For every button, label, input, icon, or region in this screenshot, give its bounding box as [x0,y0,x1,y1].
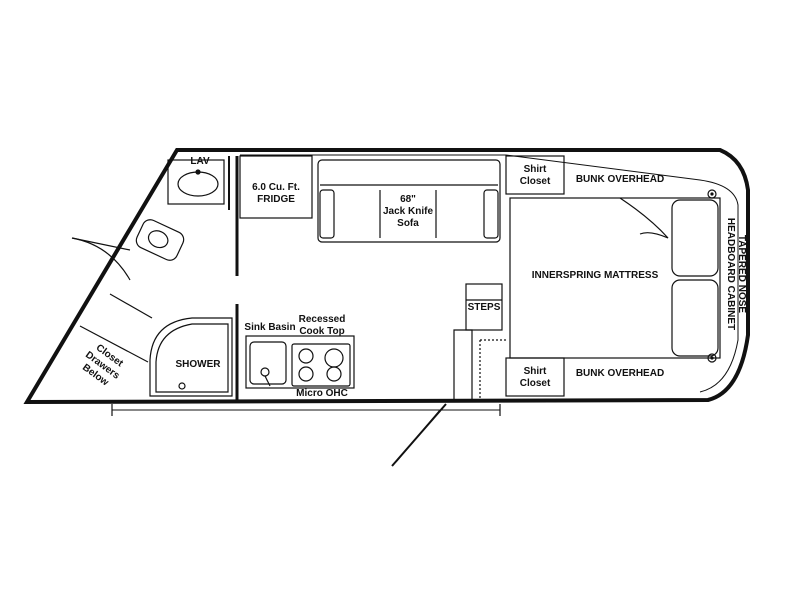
cook-top-label: Recessed Cook Top [298,314,346,337]
sofa-label: 68" Jack Knife Sofa [382,194,434,229]
sink-basin-label: Sink Basin [244,322,296,333]
shirt-closet-bottom-label: Shirt Closet [519,366,551,389]
mattress-label: INNERSPRING MATTRESS [531,270,659,281]
mattress-box [509,197,721,359]
shirt-closet-top-box [505,155,565,195]
shower-base [149,317,233,397]
shower-label: SHOWER [175,359,221,370]
steps-label: STEPS [467,302,501,313]
burner-icon [298,348,314,364]
lav-sink [177,171,219,197]
bunk-overhead-top-label: BUNK OVERHEAD [575,174,665,185]
inner-wall-line [240,154,739,393]
headboard-label: TAPERED NOSE HEADBOARD CABINET [725,217,747,331]
shirt-closet-top-label: Shirt Closet [519,164,551,187]
lav-counter [167,159,225,205]
micro-label: Micro OHC [296,388,348,399]
kitchen-counter [245,335,355,389]
bunk-overhead-bottom-label: BUNK OVERHEAD [575,368,665,379]
outer-wall [23,148,750,405]
sofa-box [317,159,501,243]
sink-basin-box [249,341,287,385]
fridge-box [239,155,313,219]
lav-label: LAV [190,156,210,167]
toilet-icon [135,219,185,261]
fridge-label: 6.0 Cu. Ft. FRIDGE [252,182,300,205]
steps-box [465,283,503,331]
